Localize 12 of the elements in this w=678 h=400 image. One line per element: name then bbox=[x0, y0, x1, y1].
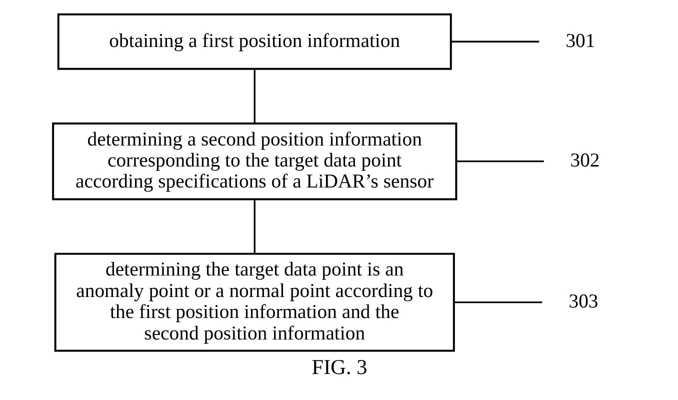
node-text: 301 bbox=[565, 30, 595, 52]
connector bbox=[456, 160, 544, 162]
connector bbox=[253, 69, 255, 124]
node-box: determining a second position information corresponding to the target data point according specifications of a LiDAR’s sensor bbox=[52, 122, 457, 200]
node-box: obtaining a first position information bbox=[56, 13, 452, 70]
connector bbox=[454, 301, 542, 304]
node-text: 302 bbox=[570, 150, 600, 172]
caption: FIG. 3 bbox=[311, 354, 367, 379]
connector bbox=[253, 200, 255, 254]
connector bbox=[450, 40, 539, 42]
node-text: 303 bbox=[568, 290, 598, 312]
node-box: determining the target data point is an anomaly point or a normal point according to the first position information and the second position information bbox=[54, 252, 454, 352]
